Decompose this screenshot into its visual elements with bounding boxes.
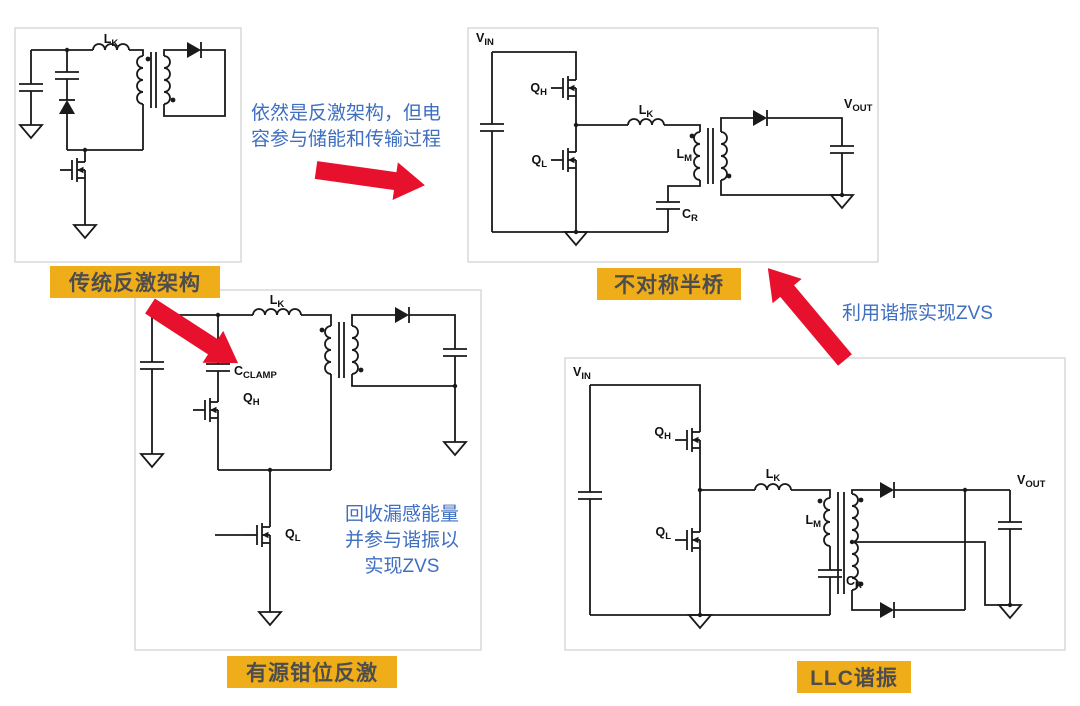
polarity-dot [817,498,823,504]
label-traditional-flyback: 传统反激架构 [50,266,220,298]
label-asymmetric-half-bridge: 不对称半桥 [597,268,741,300]
circuit-box-traditional-flyback [14,27,242,263]
cclamp-label: CCLAMP [234,364,277,381]
ql-label: QL [285,527,301,544]
transformer-secondary [351,325,359,375]
polarity-dot [689,133,695,139]
annotation-flyback-capacitor: 依然是反激架构，但电 容参与储能和传输过程 [251,103,442,151]
lk-label: LK [639,103,654,120]
wiring [491,51,843,233]
cr-label: CR [846,574,862,591]
lk-label: LK [104,32,119,49]
circuit-box-asymmetric-half-bridge [467,27,879,263]
circuit-llc-resonant: VIN QH QL LK LM CR VOUT [573,365,1046,629]
leakage-inductor [92,43,130,51]
polarity-dot [726,173,732,179]
arrow-flyback-to-half-bridge [314,161,425,200]
wiring [151,314,456,612]
transformer-secondary [720,131,728,181]
wiring [30,49,226,225]
lk-label: LK [766,467,781,484]
lm-label: LM [805,513,821,530]
qh-label: QH [530,81,547,98]
transformer-core [707,128,714,184]
annotation-resonance-zvs: 利用谐振实现ZVS [842,303,993,324]
polarity-dot [170,97,176,103]
label-active-clamp-flyback: 有源钳位反激 [227,656,397,688]
resonant-inductor [627,118,665,126]
lm-label: LM [676,147,692,164]
flow-arrows [145,161,852,366]
vout-label: VOUT [844,97,873,114]
ql-label: QL [531,153,547,170]
vin-label: VIN [573,365,591,382]
resonant-inductor [754,483,792,491]
polarity-dot [358,367,364,373]
transformer-primary [324,325,332,375]
polarity-dot [319,327,325,333]
circuit-active-clamp-flyback: LK CCLAMP QH QL [139,293,468,626]
polarity-dot [145,56,151,62]
cr-label: CR [682,207,698,224]
arrow-llc-to-half-bridge [767,268,852,366]
transformer-secondary [163,55,171,105]
vout-label: VOUT [1017,473,1046,490]
leakage-inductor [252,308,302,316]
transformer-core [338,322,345,378]
label-llc-resonant: LLC谐振 [797,661,911,693]
circuit-asymmetric-half-bridge: VIN QH QL LK LM CR VOUT [476,31,873,246]
qh-label: QH [243,391,260,408]
ql-label: QL [655,525,671,542]
transformer-core [150,52,157,108]
polarity-dot [858,581,864,587]
transformer-primary [136,55,144,105]
transformer-primary [693,131,701,181]
annotation-leakage-recovery: 回收漏感能量 并参与谐振以 实现ZVS [344,504,459,578]
transformer-primary [823,497,831,547]
circuit-box-llc-resonant [564,357,1066,651]
arrow-flyback-to-active-clamp [145,298,239,364]
circuit-traditional-flyback: LK [18,32,226,239]
qh-label: QH [654,425,671,442]
polarity-dot [858,497,864,503]
lk-label: LK [270,293,285,310]
vin-label: VIN [476,31,494,48]
